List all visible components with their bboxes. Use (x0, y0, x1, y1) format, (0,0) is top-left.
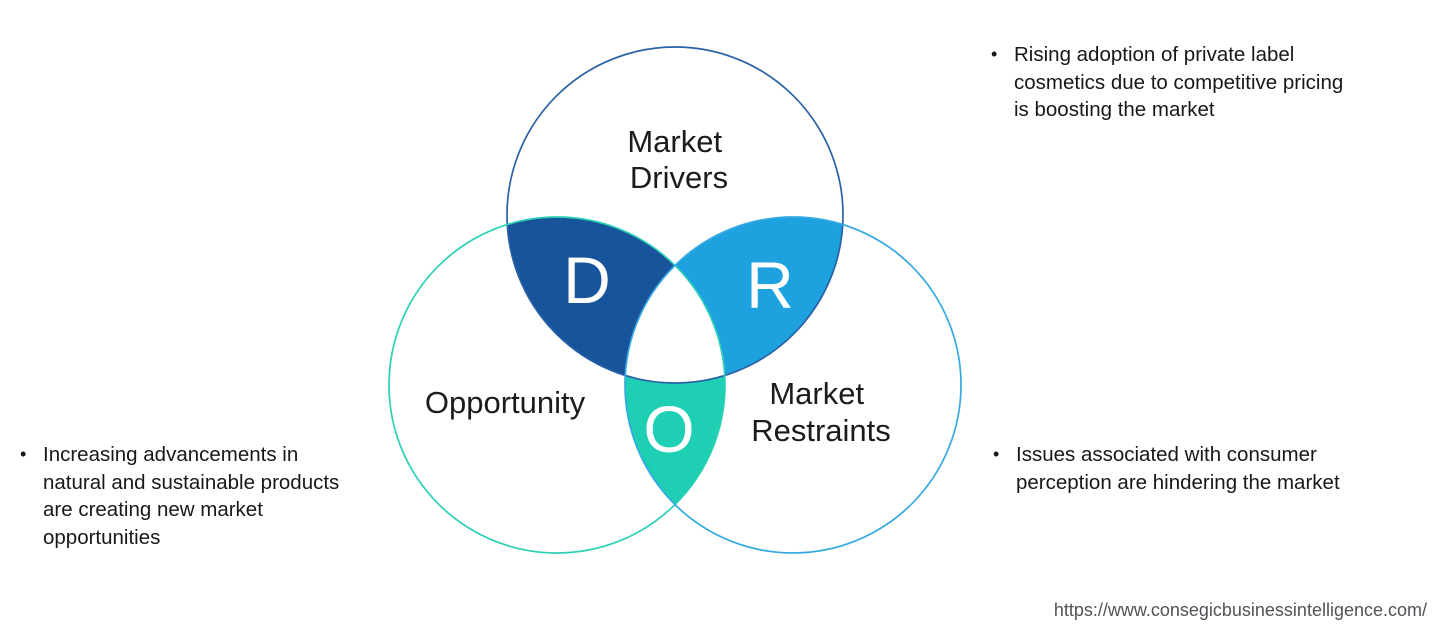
letter-d: D (563, 243, 611, 317)
restraints-circle (624, 216, 962, 554)
bullet-marker: • (20, 444, 27, 464)
overlap-region-d (507, 217, 725, 383)
driver-bullet-text: Rising adoption of private label cosmeti… (1014, 43, 1344, 121)
restraint-bullet: • Issues associated with consumer percep… (993, 441, 1340, 496)
source-url: https://www.consegicbusinessintelligence… (1053, 600, 1427, 620)
restraints-label: Market Restraints (751, 376, 891, 448)
bullet-marker: • (991, 44, 998, 64)
opportunity-bullet: • Increasing advancements in natural and… (20, 441, 339, 551)
opportunity-circle (388, 216, 726, 554)
letter-r: R (746, 248, 794, 322)
letter-o: O (643, 392, 694, 466)
opportunity-label: Opportunity (425, 385, 586, 420)
driver-bullet: • Rising adoption of private label cosme… (991, 41, 1343, 124)
drivers-circle (506, 46, 844, 384)
drivers-label: Market Drivers (627, 124, 730, 195)
overlap-region-r (625, 217, 843, 383)
bullet-marker: • (993, 444, 1000, 464)
restraint-bullet-text: Issues associated with consumer percepti… (1016, 443, 1340, 494)
opportunity-bullet-text: Increasing advancements in natural and s… (43, 443, 340, 549)
